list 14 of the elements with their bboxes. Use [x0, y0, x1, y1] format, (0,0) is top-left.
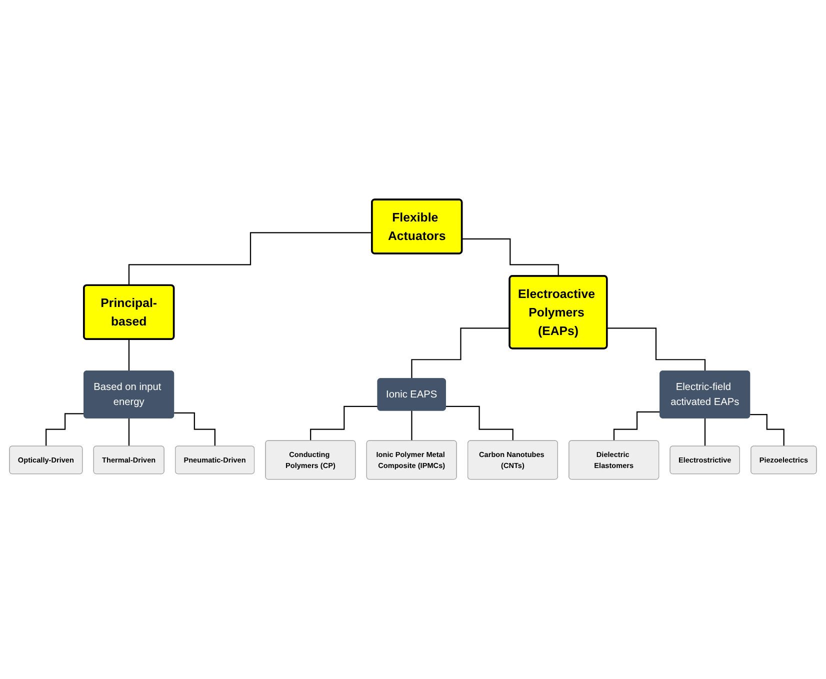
connector	[128, 418, 130, 447]
connector	[613, 411, 660, 442]
connector	[704, 418, 706, 447]
connector	[462, 238, 560, 277]
connector	[46, 413, 84, 447]
connector	[310, 406, 378, 442]
connector	[446, 406, 514, 442]
connector	[174, 412, 216, 447]
connector	[411, 328, 510, 380]
connector	[128, 338, 130, 372]
connector	[750, 414, 785, 447]
connector	[607, 328, 706, 372]
connector	[411, 410, 412, 442]
connector	[128, 232, 372, 286]
